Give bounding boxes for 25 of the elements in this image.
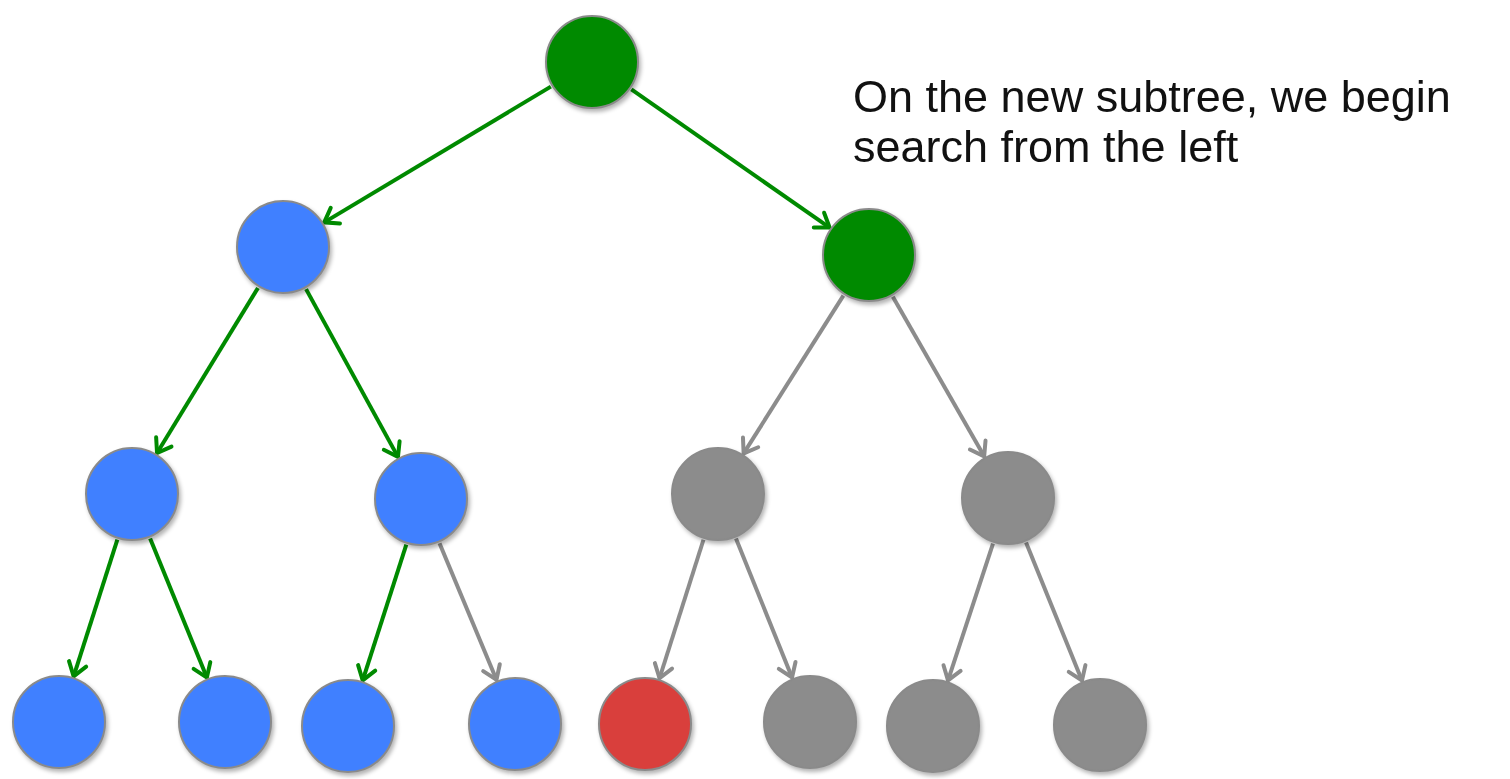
arrow [941,542,995,683]
arrow [356,544,409,683]
circle-node [374,452,468,546]
arrow [734,537,798,680]
arrow [322,84,552,226]
arrow [304,288,402,459]
arrow [437,542,502,682]
arrow [67,539,120,679]
circle-node [961,451,1055,545]
arrow [1024,541,1088,683]
circle-node [545,15,639,109]
circle-node [85,447,179,541]
arrow [630,87,832,230]
circle-node [468,677,562,771]
arrow [652,539,706,681]
arrow [148,537,213,680]
circle-node [1053,678,1147,772]
circle-node [822,208,916,302]
circle-node [671,447,765,541]
arrow [154,286,260,456]
note-text: On the new subtree, we begin search from the left [853,72,1452,172]
arrow [891,295,988,459]
circle-node [763,675,857,769]
arrow [740,294,846,456]
circle-node [178,675,272,769]
